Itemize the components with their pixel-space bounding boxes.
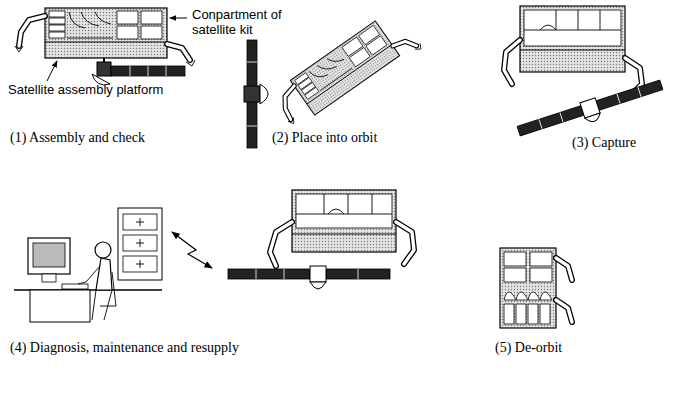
ground-control-scene (358, 269, 359, 279)
deorbit-scene (528, 292, 540, 300)
ground-control-scene (284, 269, 285, 279)
ground-control-scene (136, 239, 144, 247)
ground-control-scene (328, 209, 344, 214)
ground-control-scene (310, 266, 326, 282)
deorbit-scene (556, 258, 572, 280)
deorbit-scene (500, 248, 556, 328)
orbit-scene (244, 86, 260, 102)
capture-scene (504, 40, 520, 84)
orbit-scene (269, 7, 423, 135)
ground-control-scene (326, 269, 390, 279)
capture-scene (539, 119, 542, 129)
orbit-scene (260, 84, 268, 104)
assembly-scene (111, 66, 185, 76)
ground-control-scene (396, 222, 414, 264)
ground-control-scene (228, 269, 310, 279)
assembly-scene (15, 8, 195, 85)
part-label: Conpartment of satellite kit (192, 8, 288, 38)
deorbit-scene (504, 252, 526, 266)
deorbit-scene (504, 292, 516, 300)
step-caption: (2) Place into orbit (272, 130, 377, 146)
assembly-scene (166, 66, 167, 76)
capture-scene (638, 87, 641, 97)
ground-control-scene (123, 235, 157, 251)
deorbit-scene (530, 268, 552, 282)
ground-control-scene (136, 218, 144, 226)
part-label: Satellite assembly platform (8, 83, 163, 98)
capture-scene (540, 25, 556, 30)
capture-scene (596, 80, 663, 110)
deorbit-scene (530, 252, 552, 266)
deorbit-scene (504, 304, 514, 324)
ground-control-scene (372, 194, 373, 214)
ground-control-scene (30, 290, 90, 322)
leader-arrow (170, 18, 187, 19)
ground-control-scene (14, 190, 414, 322)
capture-scene (524, 30, 621, 31)
assembly-scene (15, 8, 195, 66)
capture-scene (578, 10, 579, 30)
ground-control-scene (256, 269, 257, 279)
ground-control-scene (396, 222, 414, 264)
capture-scene (517, 106, 584, 136)
ground-control-scene (324, 194, 325, 214)
orbit-scene (247, 126, 257, 127)
ground-control-scene (123, 256, 157, 272)
orbit-scene (247, 62, 257, 63)
ground-control-scene (118, 208, 162, 280)
ground-control-scene (95, 242, 111, 258)
capture-scene (617, 94, 620, 104)
step-caption: (5) De-orbit (495, 340, 562, 356)
capture-scene (520, 6, 625, 72)
assembly-scene (97, 62, 111, 76)
assembly-scene (148, 66, 149, 76)
orbit-scene (244, 7, 423, 148)
ground-control-scene (296, 194, 392, 228)
ground-control-scene (292, 234, 396, 235)
capture-scene (524, 10, 621, 46)
ground-control-scene (62, 284, 88, 289)
ground-control-scene (42, 274, 56, 282)
ground-control-scene (310, 282, 326, 289)
capture-scene (516, 77, 665, 144)
capture-scene (585, 113, 602, 124)
deorbit-scene (516, 292, 528, 300)
capture-scene (556, 10, 557, 30)
deorbit-scene (504, 268, 526, 282)
ground-control-scene (78, 266, 100, 284)
leader-arrow (47, 61, 57, 81)
step-caption: (4) Diagnosis, maintenance and resupply (10, 340, 239, 356)
capture-scene (504, 40, 520, 84)
ground-control-scene (292, 190, 396, 252)
ground-control-scene (270, 222, 292, 266)
capture-scene (504, 6, 666, 144)
ground-control-scene (28, 238, 70, 274)
deorbit-scene (540, 304, 550, 324)
step-caption: (3) Capture (572, 135, 636, 151)
ground-control-scene (270, 222, 292, 266)
ground-control-scene (92, 272, 116, 320)
radio-link (172, 232, 212, 268)
capture-scene (560, 113, 563, 123)
ground-control-scene (123, 214, 157, 230)
deorbit-scene (556, 258, 572, 280)
deorbit-scene (500, 248, 572, 328)
ground-control-scene (96, 258, 112, 290)
capture-scene (520, 50, 625, 51)
assembly-scene (103, 58, 105, 62)
ground-control-scene (136, 260, 144, 268)
deorbit-scene (516, 304, 526, 324)
capture-scene (600, 10, 601, 30)
deorbit-scene (556, 300, 572, 322)
deorbit-scene (528, 304, 538, 324)
assembly-scene (130, 66, 131, 76)
ground-control-scene (348, 194, 349, 214)
deorbit-scene (540, 292, 552, 300)
step-caption: (1) Assembly and check (10, 130, 145, 146)
deorbit-scene (556, 300, 572, 322)
ground-control-scene (33, 243, 65, 267)
